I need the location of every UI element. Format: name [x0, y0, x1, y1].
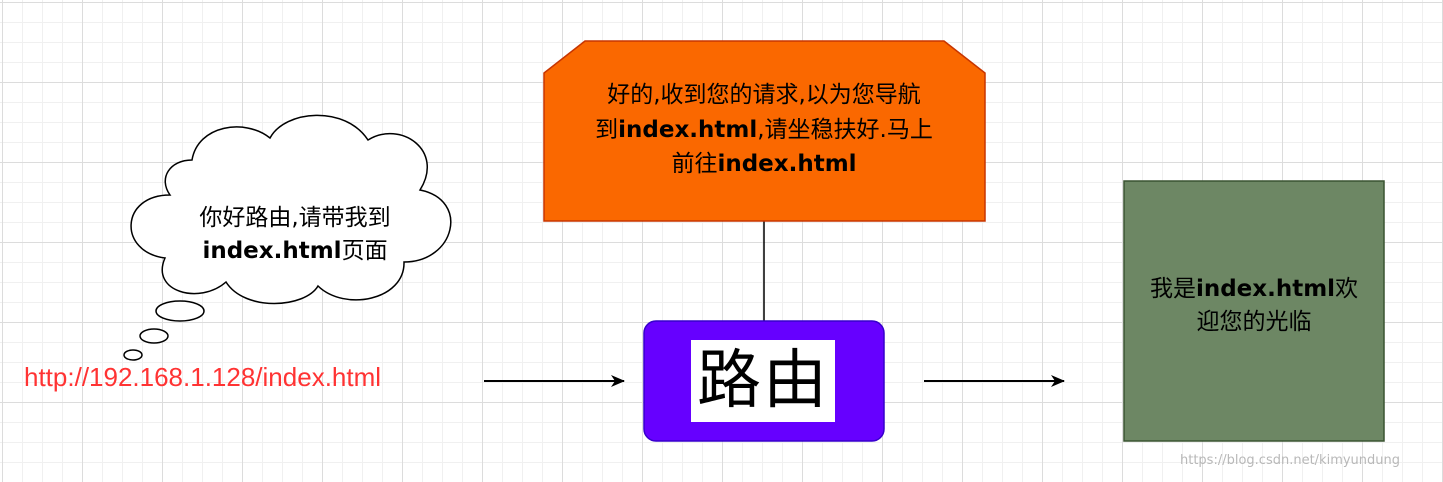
destination-text: 我是index.html欢 迎您的光临 — [1126, 273, 1382, 338]
reply-line-3-prefix: 前往 — [671, 151, 718, 177]
destination-line-1: 我是index.html欢 — [1126, 273, 1382, 306]
destination-box — [1123, 180, 1385, 442]
reply-line-3-bold: index.html — [717, 151, 857, 177]
request-line-2: index.html页面 — [150, 235, 440, 268]
reply-text: 好的,收到您的请求,以为您导航 到index.html,请坐稳扶好.马上 前往i… — [548, 78, 980, 182]
url-label: http://192.168.1.128/index.html — [24, 362, 382, 392]
reply-line-2: 到index.html,请坐稳扶好.马上 — [548, 113, 980, 148]
destination-line-1-bold: index.html — [1195, 276, 1336, 302]
request-bubble-text: 你好路由,请带我到 index.html页面 — [150, 202, 440, 267]
reply-line-2-bold: index.html — [618, 116, 758, 143]
thought-bubble-medium — [139, 328, 169, 344]
thought-bubble-large — [155, 300, 205, 322]
destination-line-1-prefix: 我是 — [1149, 276, 1196, 302]
reply-line-1: 好的,收到您的请求,以为您导航 — [607, 82, 921, 108]
thought-cloud — [130, 114, 452, 305]
reply-box — [543, 40, 986, 222]
destination-line-1-rest: 欢 — [1335, 276, 1359, 302]
request-line-2-bold: index.html — [202, 237, 342, 264]
reply-line-2-rest: ,请坐稳扶好.马上 — [757, 116, 933, 143]
destination-line-2: 迎您的光临 — [1196, 308, 1312, 335]
reply-line-3: 前往index.html — [548, 147, 980, 182]
request-line-2-rest: 页面 — [341, 237, 388, 264]
reply-line-2-prefix: 到 — [595, 116, 619, 143]
thought-bubble-small — [123, 349, 143, 361]
watermark: https://blog.csdn.net/kimyundung — [1180, 453, 1401, 468]
router-label: 路由 — [691, 340, 835, 422]
request-line-1: 你好路由,请带我到 — [199, 205, 391, 231]
